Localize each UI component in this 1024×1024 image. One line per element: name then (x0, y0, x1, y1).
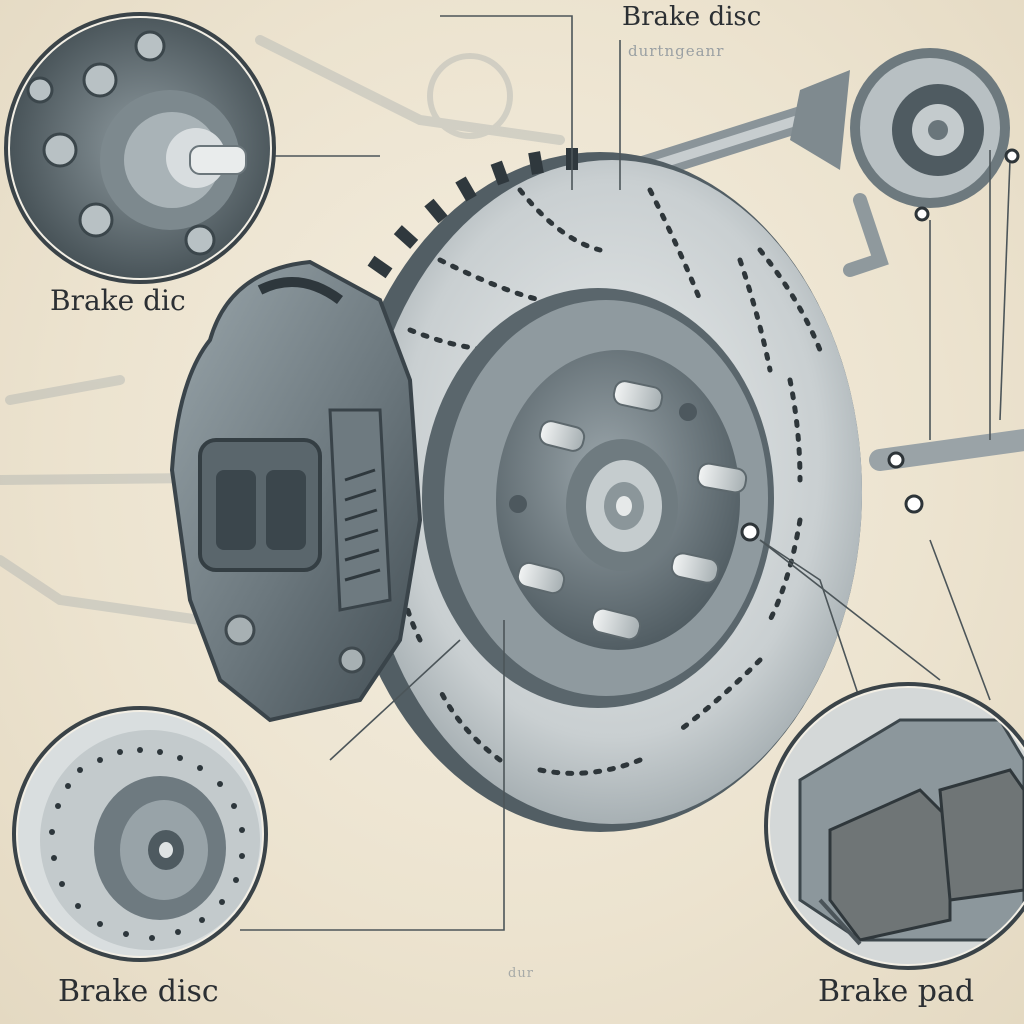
top-brake-disc-label: Brake disc (622, 2, 762, 32)
background-suspension-sketch (0, 35, 565, 625)
bottom-left-brake-disc-label: Brake disc (58, 974, 219, 1009)
drilled-disc-closeup (12, 706, 268, 962)
brake-pad-label: Brake pad (818, 974, 975, 1009)
brake-caliper-illustration (169, 259, 423, 723)
wheel-hub-closeup (4, 12, 276, 284)
top-subtext: durtngeanr (628, 42, 725, 60)
brake-pad-closeup (764, 682, 1024, 970)
brake-disc-illustration (338, 148, 862, 832)
left-brake-disc-label: Brake dic (50, 284, 186, 317)
callout-dots (740, 148, 1020, 542)
axle-hub-assembly (790, 48, 1010, 277)
bottom-subtext: dur (508, 966, 534, 981)
callout-lines (240, 15, 1011, 931)
